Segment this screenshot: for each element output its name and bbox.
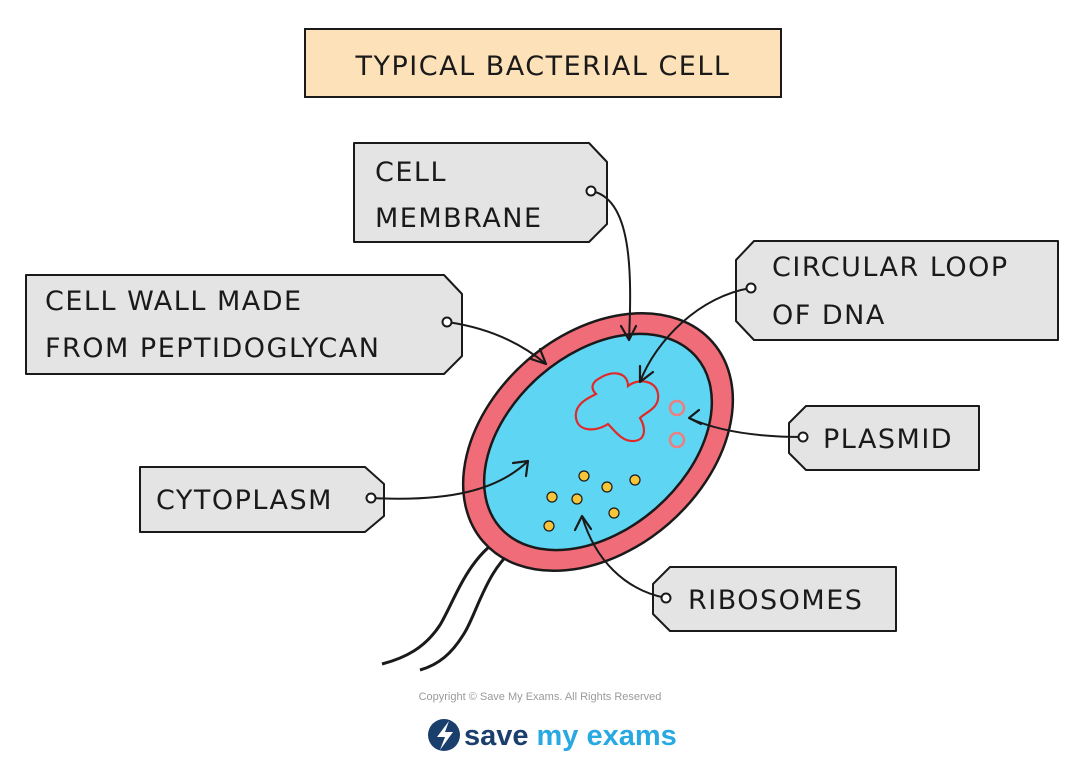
arrow-head	[687, 408, 703, 426]
tag-hole	[365, 492, 377, 504]
label-ribosomes: RIBOSOMES	[573, 514, 897, 632]
tag-hole	[585, 185, 597, 197]
arrow-head	[529, 347, 548, 366]
bacterial-cell	[461, 311, 735, 573]
tag-hole	[745, 282, 757, 294]
ribosome	[601, 481, 613, 493]
label-cell-wall: CELL WALL MADE FROM PEPTIDOGLYCAN	[25, 274, 548, 375]
pointer-arrow	[639, 287, 752, 383]
label-text: FROM PEPTIDOGLYCAN	[45, 333, 380, 364]
label-plasmid: PLASMID	[687, 405, 980, 471]
arrow-head	[638, 364, 655, 384]
label-tag	[735, 240, 1059, 341]
logo-save: save	[464, 720, 529, 752]
label-text: RIBOSOMES	[688, 585, 863, 616]
title-text: TYPICAL BACTERIAL CELL	[355, 51, 731, 82]
label-tag	[139, 466, 385, 533]
label-text: CYTOPLASM	[156, 485, 333, 516]
tag-hole	[441, 316, 453, 328]
flagellum-outer	[381, 533, 507, 666]
ribosome	[608, 507, 620, 519]
logo-exams: exams	[586, 720, 676, 752]
tag-hole	[660, 592, 672, 604]
ribosome	[546, 491, 558, 503]
label-text: CELL	[375, 157, 447, 188]
ribosome	[571, 493, 583, 505]
arrow-head	[573, 514, 593, 532]
label-cytoplasm: CYTOPLASM	[139, 459, 530, 533]
label-tag	[788, 405, 980, 471]
label-tag	[353, 142, 608, 243]
ribosomes	[543, 470, 641, 532]
label-cell-membrane: CELL MEMBRANE	[353, 142, 638, 342]
ribosome	[543, 520, 555, 532]
label-text: CIRCULAR LOOP	[772, 252, 1009, 283]
label-tag	[652, 566, 897, 632]
pointer-arrow	[446, 321, 547, 365]
ribosome	[578, 470, 590, 482]
label-text: MEMBRANE	[375, 203, 543, 234]
plasmid-ring	[668, 431, 686, 449]
pointer-arrow	[590, 190, 632, 341]
lightning-bolt	[437, 721, 453, 750]
flagellum-inner	[419, 543, 521, 672]
title-box: TYPICAL BACTERIAL CELL	[304, 28, 782, 98]
label-text: CELL WALL MADE	[45, 286, 303, 317]
copyright-text: Copyright © Save My Exams. All Rights Re…	[419, 691, 662, 703]
pointer-arrow	[370, 460, 529, 500]
label-circular-dna: CIRCULAR LOOP OF DNA	[638, 240, 1059, 384]
ribosome	[629, 474, 641, 486]
arrow-head	[511, 459, 530, 478]
label-text: PLASMID	[823, 424, 953, 455]
tag-hole	[797, 431, 809, 443]
arrow-head	[619, 324, 638, 342]
logo-my: my	[537, 720, 579, 752]
plasmid-ring	[668, 399, 686, 417]
dna-loop	[574, 372, 660, 443]
label-text: OF DNA	[772, 300, 886, 331]
pointer-arrow	[581, 515, 667, 599]
label-tag	[25, 274, 463, 375]
title-background	[304, 28, 782, 98]
